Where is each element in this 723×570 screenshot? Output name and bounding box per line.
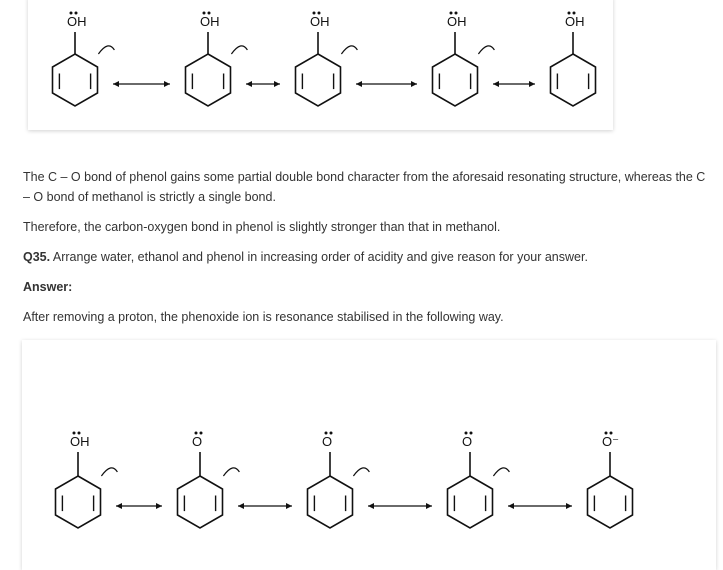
- oxygen-label: OH: [67, 14, 87, 29]
- curved-electron-arrow: [222, 467, 240, 477]
- resonance-structures-diagram: OH OH OH OH OH: [51, 11, 597, 107]
- oxygen-label: OH: [70, 434, 90, 449]
- benzene-ring: [431, 53, 479, 107]
- lone-pair-dot: [604, 431, 608, 435]
- benzene-ring: [294, 53, 342, 107]
- lone-pair-dot: [312, 11, 316, 15]
- lone-pair-dot: [72, 431, 76, 435]
- lone-pair-dot: [199, 431, 203, 435]
- lone-pair-dot: [317, 11, 321, 15]
- answer-heading: Answer:: [23, 280, 73, 294]
- benzene-ring: [176, 475, 224, 529]
- lone-pair-dot: [464, 431, 468, 435]
- lone-pair-dot: [609, 431, 613, 435]
- benzene-ring: [586, 475, 634, 529]
- oxygen-label: OH: [310, 14, 330, 29]
- arrowhead-right: [286, 503, 292, 509]
- lone-pair-dot: [454, 11, 458, 15]
- lone-pair-dot: [567, 11, 571, 15]
- arrowhead-right: [164, 81, 170, 87]
- curved-electron-arrow: [100, 467, 118, 477]
- arrowhead-left: [356, 81, 362, 87]
- question-35: Q35. Arrange water, ethanol and phenol i…: [23, 247, 713, 267]
- oxygen-label: OH: [565, 14, 585, 29]
- oxygen-label: O⁻: [602, 434, 619, 449]
- arrowhead-right: [156, 503, 162, 509]
- lone-pair-dot: [324, 431, 328, 435]
- lone-pair-dot: [449, 11, 453, 15]
- benzene-ring: [54, 475, 102, 529]
- arrowhead-left: [508, 503, 514, 509]
- arrowhead-right: [274, 81, 280, 87]
- lone-pair-dot: [194, 431, 198, 435]
- curved-electron-arrow: [477, 45, 495, 55]
- arrowhead-left: [116, 503, 122, 509]
- curved-electron-arrow: [97, 45, 115, 55]
- question-text: Arrange water, ethanol and phenol in inc…: [50, 250, 588, 264]
- benzene-ring: [446, 475, 494, 529]
- arrowhead-right: [566, 503, 572, 509]
- curved-electron-arrow: [352, 467, 370, 477]
- benzene-ring: [306, 475, 354, 529]
- arrowhead-left: [493, 81, 499, 87]
- lone-pair-dot: [207, 11, 211, 15]
- paragraph-bond-character: The C – O bond of phenol gains some part…: [23, 170, 706, 204]
- arrowhead-left: [368, 503, 374, 509]
- arrowhead-right: [529, 81, 535, 87]
- phenol-resonance-figure: OH OH OH OH OH: [28, 0, 613, 130]
- oxygen-label: O: [462, 434, 472, 449]
- lone-pair-dot: [469, 431, 473, 435]
- phenoxide-resonance-diagram: OH O O O O⁻: [54, 431, 634, 529]
- oxygen-label: O: [192, 434, 202, 449]
- paragraph-conclusion: Therefore, the carbon-oxygen bond in phe…: [23, 220, 501, 234]
- question-number: Q35.: [23, 250, 51, 264]
- benzene-ring: [184, 53, 232, 107]
- lone-pair-dot: [202, 11, 206, 15]
- benzene-ring: [549, 53, 597, 107]
- curved-electron-arrow: [340, 45, 358, 55]
- oxygen-label: OH: [447, 14, 467, 29]
- paragraph-phenoxide: After removing a proton, the phenoxide i…: [23, 310, 504, 324]
- curved-electron-arrow: [492, 467, 510, 477]
- arrowhead-right: [426, 503, 432, 509]
- phenoxide-resonance-figure: OH O O O O⁻: [22, 340, 716, 570]
- arrowhead-right: [411, 81, 417, 87]
- lone-pair-dot: [572, 11, 576, 15]
- curved-electron-arrow: [230, 45, 248, 55]
- lone-pair-dot: [74, 11, 78, 15]
- benzene-ring: [51, 53, 99, 107]
- lone-pair-dot: [329, 431, 333, 435]
- lone-pair-dot: [77, 431, 81, 435]
- arrowhead-left: [113, 81, 119, 87]
- arrowhead-left: [238, 503, 244, 509]
- oxygen-label: O: [322, 434, 332, 449]
- oxygen-label: OH: [200, 14, 220, 29]
- lone-pair-dot: [69, 11, 73, 15]
- arrowhead-left: [246, 81, 252, 87]
